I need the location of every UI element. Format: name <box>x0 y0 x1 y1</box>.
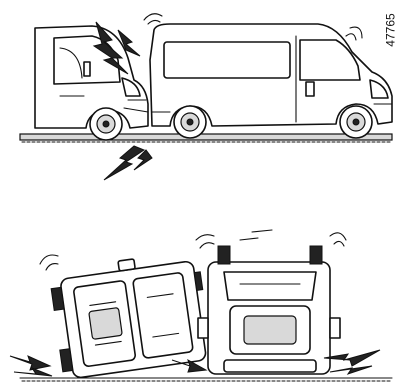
upside-down-van <box>198 246 340 374</box>
rear-van <box>150 24 392 138</box>
rollover-scene <box>10 230 392 381</box>
ground-spark-icon <box>104 146 152 180</box>
ground-bottom <box>20 378 392 381</box>
ground-top <box>20 134 392 142</box>
reference-code-text: 47765 <box>384 13 398 46</box>
reference-code: 47765 <box>384 6 398 54</box>
front-vehicle <box>35 26 148 140</box>
rear-end-collision-scene <box>20 14 392 180</box>
